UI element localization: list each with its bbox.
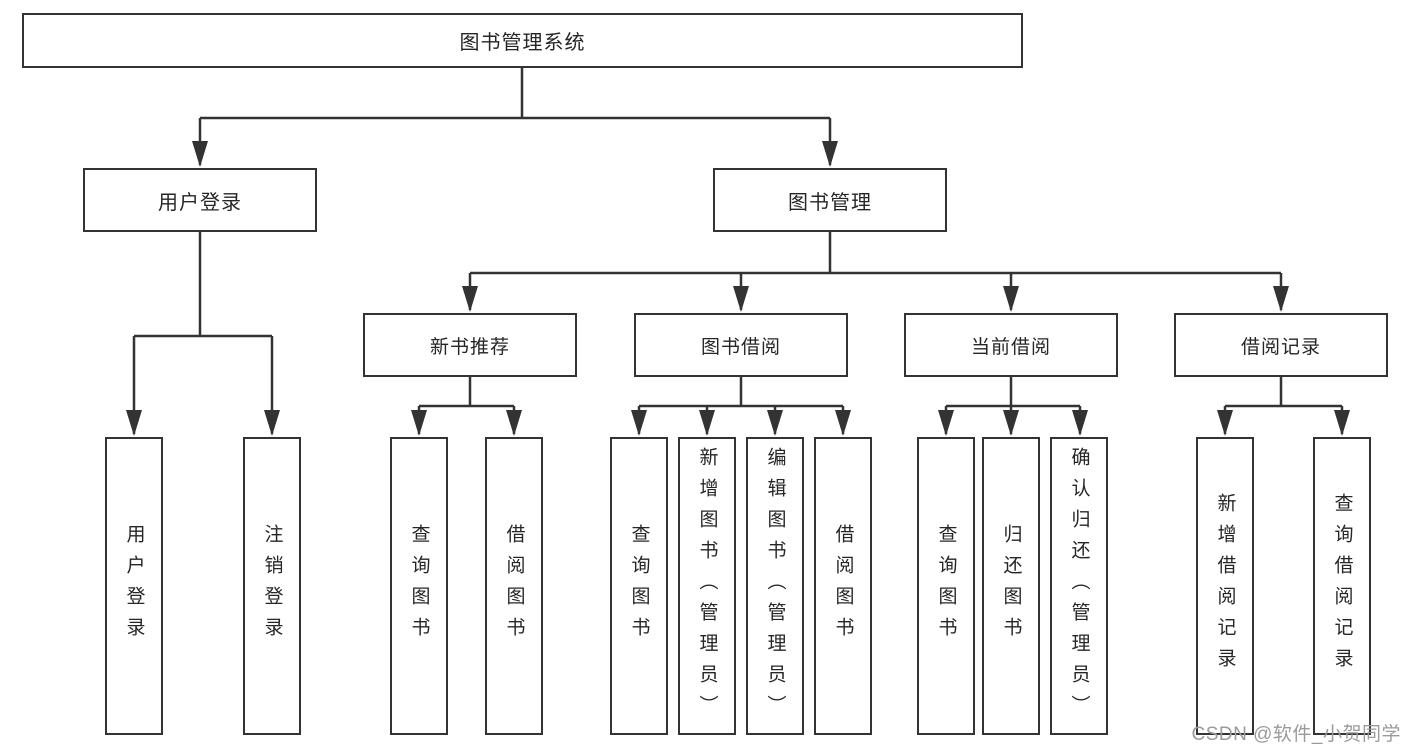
leaf-current-return: 归还图书 [982, 437, 1040, 735]
leaf-borrow-query: 查询图书 [610, 437, 668, 735]
leaf-newbooks-query: 查询图书 [390, 437, 448, 735]
node-book-management: 图书管理 [713, 168, 947, 232]
node-user-login: 用户登录 [83, 168, 317, 232]
leaf-user-login: 用户登录 [105, 437, 163, 735]
leaf-current-query: 查询图书 [917, 437, 975, 735]
watermark: CSDN @软件_小贺同学 [1191, 724, 1401, 745]
node-root-system: 图书管理系统 [22, 13, 1023, 68]
leaf-borrow-add-admin: 新增图书（管理员） [678, 437, 736, 735]
node-book-borrowing: 图书借阅 [634, 313, 848, 377]
node-new-book-recommend: 新书推荐 [363, 313, 577, 377]
leaf-records-query: 查询借阅记录 [1313, 437, 1371, 735]
leaf-borrow-edit-admin: 编辑图书（管理员） [746, 437, 804, 735]
node-borrow-records: 借阅记录 [1174, 313, 1388, 377]
leaf-logout: 注销登录 [243, 437, 301, 735]
leaf-borrow-borrow: 借阅图书 [814, 437, 872, 735]
node-current-borrowing: 当前借阅 [904, 313, 1118, 377]
leaf-current-confirm-admin: 确认归还（管理员） [1050, 437, 1108, 735]
leaf-records-add: 新增借阅记录 [1196, 437, 1254, 735]
leaf-newbooks-borrow: 借阅图书 [485, 437, 543, 735]
